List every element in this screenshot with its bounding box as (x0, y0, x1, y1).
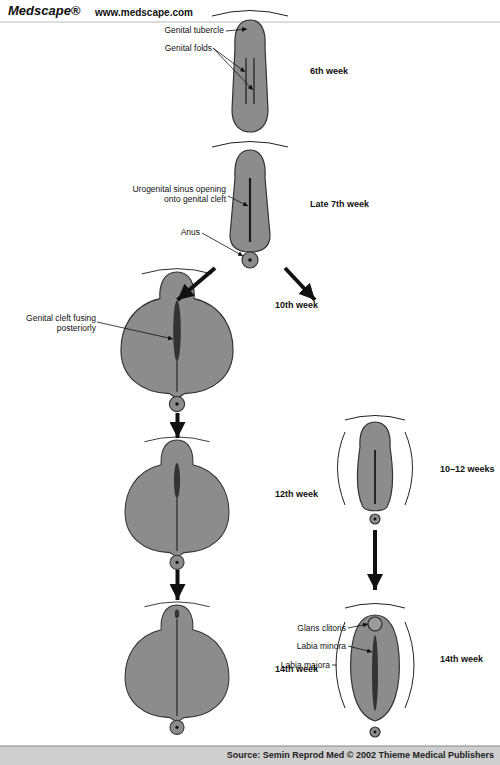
footer-rule (0, 746, 500, 747)
female-genital-shape (351, 615, 400, 721)
labia-majora-bracket (405, 622, 414, 708)
stage-node: 14th week (120, 600, 235, 735)
stage-10th-week-art (121, 269, 233, 412)
anus-opening (374, 518, 377, 521)
urethral-opening (175, 609, 179, 618)
anus-opening (374, 731, 377, 734)
anus-mound (170, 720, 184, 734)
anus-mound (170, 555, 184, 569)
leader-line (202, 233, 243, 256)
genital-cleft (249, 178, 251, 242)
stage-arrow-group (177, 413, 178, 438)
female-genital-shape (357, 422, 392, 511)
part-label: Labia minora (266, 641, 346, 651)
genital-cleft (374, 450, 376, 504)
stage-arrow (178, 268, 216, 300)
part-label: Glans clitoris (266, 623, 346, 633)
week-label: Late 7th week (310, 199, 369, 209)
genital-fold-line (253, 58, 254, 104)
genital-primordium (230, 150, 270, 252)
body-wall-arc (212, 142, 288, 148)
anus-opening (175, 726, 178, 729)
body-wall-arc (212, 11, 288, 17)
glans-clitoris-shape (368, 617, 382, 631)
source-caption: Source: Semin Reprod Med © 2002 Thieme M… (227, 750, 494, 760)
leader-line (226, 29, 247, 31)
week-label: 14th week (440, 654, 483, 664)
leader-line (228, 196, 248, 206)
leader-line (97, 322, 173, 339)
stage-arrow-group (178, 268, 216, 300)
anus-opening (248, 258, 252, 262)
leader-line (213, 48, 253, 90)
stage-12th-week-art (125, 437, 229, 569)
genital-primordium (232, 20, 268, 132)
male-genital-shape (125, 440, 229, 556)
anus-mound (370, 514, 380, 524)
part-label: Genital tubercle (124, 25, 224, 35)
leader-line (332, 665, 337, 666)
anus-opening (175, 402, 178, 405)
stage-14th-week-female-art (336, 604, 414, 738)
body-wall-arc (345, 604, 405, 609)
labioscrotal-bracket (338, 432, 346, 505)
week-label: 6th week (310, 66, 348, 76)
female-genital-group (357, 422, 392, 524)
stage-10-12-weeks-art (338, 416, 413, 525)
week-label: 12th week (275, 489, 318, 499)
leader-line (348, 646, 372, 652)
stage-node: 12th week (120, 438, 235, 570)
anus-mound (242, 252, 258, 268)
stage-arrow (373, 530, 377, 590)
labia-minora-slit (372, 635, 378, 711)
publisher-mark: www.medscape.com (95, 7, 215, 19)
stage-node: 10th week (115, 300, 240, 413)
genital-cleft (173, 301, 181, 362)
labia-majora-bracket (336, 622, 345, 708)
raphe-line (176, 619, 177, 716)
stage-node: 10–12 weeks (300, 300, 450, 530)
leader-lines (97, 29, 372, 665)
stage-node: Late 7th week (215, 140, 285, 268)
male-genital-shape (121, 272, 233, 397)
anus-mound (169, 396, 184, 411)
male-genital-shape (125, 605, 229, 721)
stage-node: 6th week (230, 14, 270, 134)
stage-arrow (285, 268, 315, 300)
leader-line (348, 624, 368, 628)
genital-cleft (174, 463, 180, 498)
publisher-mark: Medscape® (8, 4, 98, 19)
stage-arrow (176, 413, 180, 438)
stage-arrow-group (375, 530, 376, 590)
female-genital-group (351, 615, 400, 737)
stage-late-7th-art (212, 142, 288, 269)
raphe-line (176, 361, 177, 391)
part-label: Anus (160, 227, 200, 237)
anus-mound (370, 727, 380, 737)
stage-node: 14th week (330, 590, 420, 735)
part-label: Urogenital sinus opening onto genital cl… (126, 184, 226, 204)
raphe-line (176, 498, 177, 551)
week-label: 10–12 weeks (440, 464, 495, 474)
footer-bar (0, 746, 500, 765)
genital-fold-line (245, 58, 246, 104)
stage-14th-week-male-art (125, 602, 229, 734)
part-label: Genital folds (124, 43, 212, 53)
part-label: Labia majora (250, 660, 330, 670)
anus-opening (175, 561, 178, 564)
stage-arrow-group (285, 268, 315, 300)
leader-line (213, 48, 245, 72)
body-wall-arc (345, 416, 405, 421)
labioscrotal-bracket (405, 432, 413, 505)
week-label: 10th week (275, 300, 318, 310)
stage-arrow-group (177, 570, 178, 600)
stage-arrow (176, 570, 180, 600)
part-label: Genital cleft fusing posteriorly (10, 313, 96, 333)
